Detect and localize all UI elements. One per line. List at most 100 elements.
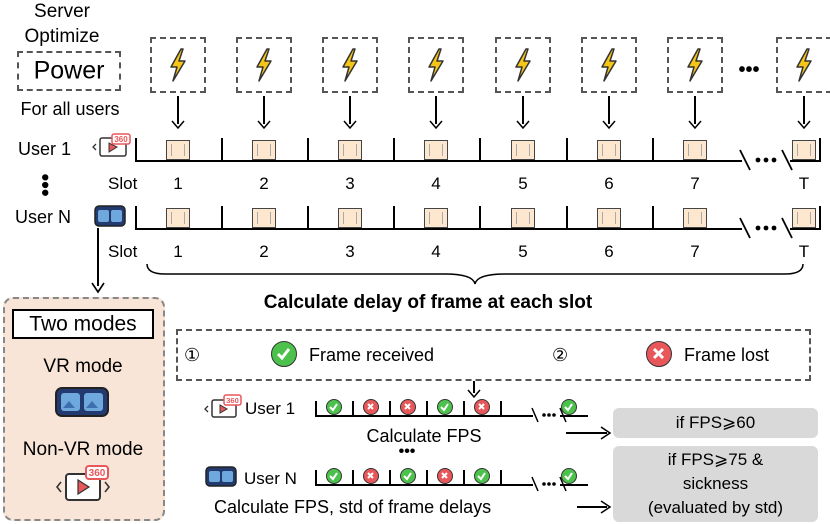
for-all-users-label: For all users (20, 99, 120, 119)
legend-arrow-head (467, 389, 481, 399)
power-label: Power (33, 56, 105, 85)
timeline-line-end (790, 160, 820, 162)
status-line-end (560, 484, 588, 486)
slot-tick (652, 138, 654, 161)
slot-number: 3 (345, 242, 355, 261)
cross-icon (363, 468, 379, 484)
slot-number: 6 (604, 242, 614, 261)
slot-number: 5 (518, 242, 528, 261)
power-arrow (694, 96, 696, 124)
slot-label: Slot (108, 242, 138, 261)
slot-tick (566, 206, 568, 229)
lightning-bolt-icon (601, 48, 617, 82)
video-360-icon: 360 (92, 133, 131, 157)
legend-received: Frame received (309, 345, 435, 365)
frame-block (424, 140, 448, 160)
power-slot-box (667, 37, 723, 93)
power-arrow (803, 96, 805, 124)
video-360-small-icon: 360 (204, 394, 242, 418)
power-arrow (263, 96, 265, 124)
slot-number: 3 (345, 174, 355, 193)
slot-tick (135, 206, 137, 229)
slot-number: 7 (690, 174, 700, 193)
slot-number: T (798, 242, 810, 261)
slot-number: 5 (518, 174, 528, 193)
slot-tick (652, 206, 654, 229)
lightning-bolt-icon (342, 48, 358, 82)
power-slot-box (150, 37, 206, 93)
timeline-line-end (790, 228, 820, 230)
lightning-bolt-icon (515, 48, 531, 82)
timeline-break (739, 149, 793, 171)
legend-lost: Frame lost (684, 345, 770, 365)
check-icon (474, 468, 490, 484)
slot-number: T (798, 174, 810, 193)
power-arrow (608, 96, 610, 124)
status-tick (500, 470, 502, 485)
frame-block (683, 140, 707, 160)
cond1-text: if FPS⩾60 (675, 413, 756, 432)
status-line (315, 484, 533, 486)
calc-fps-label: Calculate FPS (366, 426, 482, 446)
slot-tick-end (819, 138, 821, 162)
two-modes-box (12, 309, 154, 339)
cond2-line2: sickness (682, 474, 749, 493)
check-icon (437, 399, 453, 415)
lightning-bolt-icon (687, 48, 703, 82)
optimize-label: Optimize (24, 26, 100, 47)
frame-block (792, 140, 816, 160)
slot-number: 7 (690, 242, 700, 261)
cond2-line3: (evaluated by std) (647, 498, 784, 517)
timeline-line (135, 160, 742, 162)
status-tick (426, 401, 428, 416)
server-label: Server (34, 1, 90, 22)
slot-label: Slot (108, 174, 138, 193)
frame-block (166, 140, 190, 160)
status-tick (426, 470, 428, 485)
slot-number: 4 (431, 174, 441, 193)
bottom-user1-label: User 1 (245, 399, 296, 418)
status-tick (463, 401, 465, 416)
slot-tick (566, 138, 568, 161)
ellipsis-bottom: ••• (398, 443, 416, 460)
power-arrow-head (171, 120, 185, 130)
status-tick (315, 470, 317, 485)
power-arrow-head (688, 120, 702, 130)
status-tick (389, 470, 391, 485)
power-slot-box (236, 37, 292, 93)
arrow-to-modes-head (91, 282, 105, 294)
legend-num1: ① (184, 345, 201, 365)
power-arrow (349, 96, 351, 124)
check-icon (326, 399, 342, 415)
slot-number: 2 (259, 242, 269, 261)
frame-block (252, 140, 276, 160)
timeline-break (739, 217, 793, 239)
power-arrow-head (343, 120, 357, 130)
userN-label: User N (15, 207, 72, 227)
frame-block (511, 140, 535, 160)
frame-block (252, 208, 276, 228)
legend-box (176, 329, 811, 381)
power-slot-box (581, 37, 637, 93)
lightning-bolt-icon (170, 48, 186, 82)
arrow-to-modes (97, 228, 99, 286)
ellipsis-users: ••• (33, 173, 58, 197)
cond1-box: if FPS⩾60 (613, 408, 818, 438)
slot-number: 6 (604, 174, 614, 193)
status-line-end (560, 415, 588, 417)
calc-fps-std-label: Calculate FPS, std of frame delays (214, 497, 492, 517)
frame-block (424, 208, 448, 228)
slot-number: 4 (431, 242, 441, 261)
check-icon (326, 468, 342, 484)
legend-arrow (473, 381, 475, 393)
vr-headset-large-icon (55, 387, 109, 417)
check-icon (271, 341, 297, 367)
slot-tick (479, 206, 481, 229)
slot-tick (393, 138, 395, 161)
cross-icon (400, 399, 416, 415)
timeline-line (135, 228, 742, 230)
power-arrow (435, 96, 437, 124)
slot-tick (479, 138, 481, 161)
bottom-userN-label: User N (244, 469, 297, 488)
status-tick (315, 401, 317, 416)
